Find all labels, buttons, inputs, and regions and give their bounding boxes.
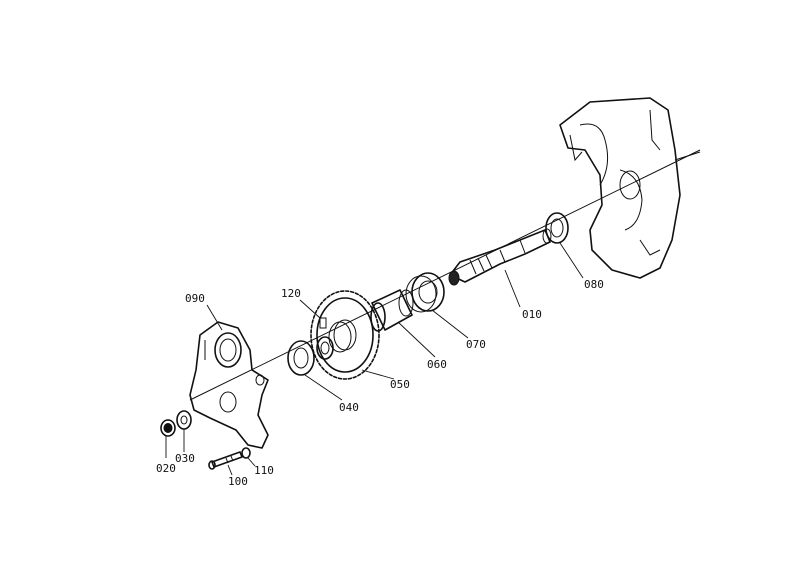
leader-lines	[165, 242, 584, 476]
part-020-nut	[160, 419, 176, 437]
part-090-bracket	[189, 321, 269, 449]
callout-060: 060	[427, 358, 447, 371]
part-010-shaft	[448, 228, 552, 286]
part-060-sleeve	[370, 289, 414, 332]
part-030-washer	[176, 410, 192, 430]
part-120-key	[319, 317, 327, 329]
part-100-bolt	[208, 451, 243, 470]
callout-100: 100	[228, 475, 248, 488]
callout-010: 010	[522, 308, 542, 321]
callout-030: 030	[175, 452, 195, 465]
part-040-bearing	[287, 336, 334, 376]
part-110-washer	[241, 447, 251, 459]
callout-020: 020	[156, 462, 176, 475]
part-070-bearing	[405, 272, 445, 313]
callout-120: 120	[281, 287, 301, 300]
assembly-axis	[189, 149, 701, 401]
housing	[559, 97, 701, 279]
part-050-gear	[310, 290, 380, 380]
callout-040: 040	[339, 401, 359, 414]
callout-110: 110	[254, 464, 274, 477]
part-080-bearing	[545, 212, 569, 244]
callout-090: 090	[185, 292, 205, 305]
callout-080: 080	[584, 278, 604, 291]
callout-070: 070	[466, 338, 486, 351]
callout-050: 050	[390, 378, 410, 391]
